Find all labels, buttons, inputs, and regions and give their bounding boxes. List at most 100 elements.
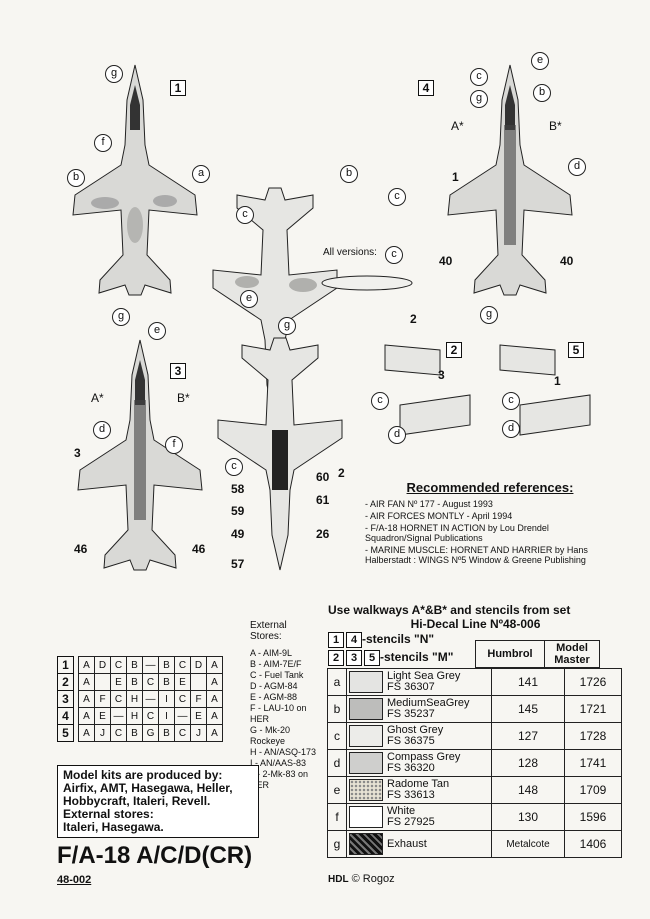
aircraft-bottom-view [217, 337, 343, 571]
stencil-tag: 3 [346, 650, 362, 666]
walkways-line: Hi-Decal Line Nº48-006 [410, 617, 541, 631]
paint-name: Ghost Grey [387, 724, 444, 736]
stores-cell: E [190, 707, 207, 725]
stores-row-tag: 1 [57, 656, 74, 674]
stores-cell: E [174, 673, 191, 691]
store-item: B - AIM-7E/F [250, 659, 302, 669]
stores-cell: — [174, 707, 191, 725]
stencil-tag: 1 [328, 632, 344, 648]
paint-name: MediumSeaGrey [387, 697, 470, 709]
walkway-b: B* [177, 391, 190, 405]
walkway-a: A* [451, 119, 464, 133]
paint-fs: FS 33613 [387, 789, 435, 801]
stores-cell: A [78, 724, 95, 742]
number-49: 49 [231, 527, 245, 541]
callout-e: e [531, 52, 549, 70]
stores-cell: A [78, 656, 95, 674]
stores-cell: A [206, 724, 223, 742]
store-item: I - AN/AAS-83 [250, 758, 307, 768]
sheet-code: 48-002 [57, 874, 92, 886]
fuel-tank [321, 275, 413, 291]
callout-g: g [278, 317, 296, 335]
callout-e: e [148, 322, 166, 340]
callout-c: c [388, 188, 406, 206]
number-46: 46 [192, 542, 206, 556]
stores-cell [94, 673, 111, 691]
stencil-tag: 5 [364, 650, 380, 666]
callout-d: d [93, 421, 111, 439]
stores-cell: B [158, 673, 175, 691]
stores-cell: A [206, 707, 223, 725]
callout-c: c [385, 246, 403, 264]
copyright-text: © Rogoz [351, 873, 395, 885]
stores-cell: B [126, 724, 143, 742]
callout-g: g [112, 308, 130, 326]
kits-line: External stores: [63, 807, 154, 821]
stores-cell: — [142, 656, 159, 674]
stores-cell: A [78, 707, 95, 725]
stores-cell: — [142, 690, 159, 708]
paint-name-cell: Exhaust [346, 830, 492, 858]
recommended-references: Recommended references: - AIR FAN Nº 177… [365, 480, 615, 567]
callout-c: c [470, 68, 488, 86]
paint-fs: FS 36307 [387, 681, 435, 693]
store-item: A - AIM-9L [250, 648, 293, 658]
reference-item: - AIR FORCES MONTLY - April 1994 [365, 511, 513, 521]
stores-cell: H [126, 707, 143, 725]
paint-key: f [327, 803, 347, 831]
stores-cell: A [78, 690, 95, 708]
kits-line: Italeri, Hasegawa. [63, 820, 164, 834]
number-2: 2 [338, 466, 345, 480]
stores-cell: I [158, 690, 175, 708]
stencil-tag: 4 [346, 632, 362, 648]
callout-b: b [533, 84, 551, 102]
number-57: 57 [231, 557, 245, 571]
stores-cell: E [94, 707, 111, 725]
walkways-line: Use walkways A*&B* and stencils from set [328, 603, 571, 617]
humbrol-header: Humbrol [475, 640, 545, 668]
store-item: G - Mk-20 Rockeye [250, 725, 291, 746]
aircraft-1-top [72, 64, 198, 296]
sheet-title: F/A-18 A/C/D(CR) [57, 842, 253, 869]
humbrol-value: 128 [491, 749, 565, 777]
walkway-a: A* [91, 391, 104, 405]
stores-cell: C [174, 724, 191, 742]
model-master-value: 1728 [564, 722, 622, 750]
view-tag-5: 5 [568, 342, 584, 358]
stores-cell: C [110, 690, 127, 708]
callout-c: c [236, 206, 254, 224]
all-versions-label: All versions: [323, 247, 377, 258]
paint-name: Compass Grey [387, 751, 461, 763]
stores-cell: C [142, 707, 159, 725]
model-master-header: Model Master [544, 640, 600, 668]
model-master-value: 1721 [564, 695, 622, 723]
model-master-value: 1709 [564, 776, 622, 804]
number-26: 26 [316, 527, 330, 541]
kits-line: Airfix, AMT, Hasegawa, Heller, [63, 781, 233, 795]
stores-cell [190, 673, 207, 691]
callout-e: e [240, 290, 258, 308]
callout-g: g [105, 65, 123, 83]
wing-detail-5 [499, 344, 591, 436]
number-3: 3 [74, 446, 81, 460]
paint-swatch [349, 833, 383, 855]
paint-fs: FS 27925 [387, 816, 435, 828]
stores-cell: B [126, 673, 143, 691]
stores-cell: A [206, 690, 223, 708]
stores-cell: E [110, 673, 127, 691]
model-master-value: 1596 [564, 803, 622, 831]
aircraft-drawings [72, 64, 591, 571]
stores-cell: F [190, 690, 207, 708]
aircraft-4-top [447, 64, 573, 296]
stores-cell: D [94, 656, 111, 674]
